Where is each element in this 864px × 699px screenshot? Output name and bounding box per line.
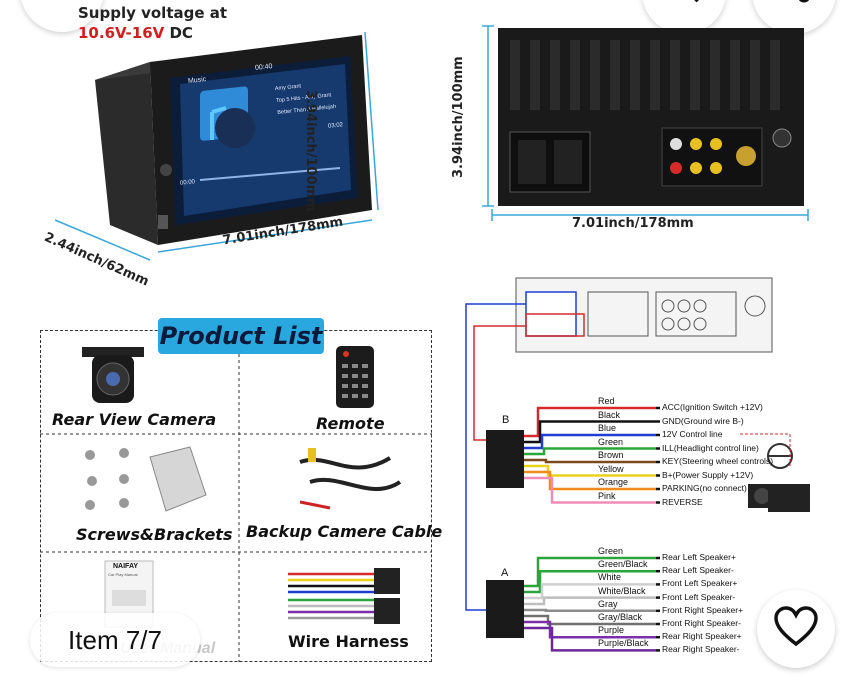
product-list-title: Product List [158, 318, 324, 354]
front-unit-illustration [54, 31, 379, 261]
b-wire-function-label: GND(Ground wire B-) [662, 415, 744, 426]
search-icon [664, 0, 704, 15]
a-wire-line [524, 569, 656, 594]
product-label-rear-camera: Rear View Camera [52, 410, 217, 429]
connector-b-label: B [502, 414, 510, 426]
a-wire-function-label: Front Left Speaker+ [662, 578, 738, 589]
a-wire-function-label: Rear Left Speaker+ [662, 552, 736, 562]
product-label-screws: Screws&Brackets [76, 525, 233, 544]
a-wire-function-label: Rear Right Speaker- [662, 644, 740, 655]
a-wire-function-label: Front Right Speaker- [662, 618, 741, 628]
rear-camera-image [82, 347, 144, 403]
share-icon [774, 0, 814, 15]
b-wire-color-label: Blue [598, 423, 617, 433]
product-label-wire-harness: Wire Harness [288, 632, 409, 651]
b-wire-function-label: B+(Power Supply +12V) [662, 469, 754, 480]
backup-cable-image [299, 448, 402, 510]
b-wire-function-label: ACC(Ignition Switch +12V) [662, 402, 763, 412]
b-wire-function-label: ILL(Headlight control line) [662, 442, 759, 453]
b-wire-color-label: Brown [598, 450, 624, 460]
a-wire-line [524, 608, 656, 613]
connector-a-label: A [501, 567, 509, 579]
b-wire-color-label: Orange [598, 477, 629, 487]
b-wire-color-label: Green [598, 436, 624, 447]
a-wire-color-label: Green/Black [598, 559, 648, 570]
back-arrow-icon [49, 0, 75, 6]
product-label-backup-cable: Backup Camere Cable [246, 522, 443, 541]
gallery-counter: Item 7/7 [30, 613, 200, 667]
product-list-grid [40, 330, 432, 662]
a-wire-color-label: Purple/Black [598, 638, 649, 649]
dim-height-back: 3.94inch/100mm [451, 56, 466, 178]
wire-harness-image [288, 568, 400, 624]
a-wire-line [524, 620, 656, 639]
a-wire-line [524, 556, 656, 588]
b-wire-function-label: PARKING(no connect) [662, 483, 747, 493]
remote-image [336, 346, 374, 408]
a-wire-color-label: White [598, 572, 622, 583]
b-wire-color-label: Yellow [598, 463, 624, 474]
a-wire-line [524, 614, 656, 626]
supply-line1: Supply voltage at [78, 4, 228, 22]
b-wire-line [524, 433, 656, 450]
manual-title: NAIFAY [113, 563, 139, 570]
a-wire-line [524, 596, 656, 606]
product-label-remote: Remote [316, 414, 385, 433]
b-wire-line [524, 447, 656, 456]
dim-width-back: 7.01inch/178mm [572, 216, 694, 231]
a-wire-color-label: Purple [598, 625, 625, 636]
a-wire-line [524, 583, 656, 600]
a-wire-function-label: Rear Right Speaker+ [662, 631, 742, 642]
a-wire-function-label: Front Left Speaker- [662, 591, 736, 602]
b-wire-color-label: Pink [598, 490, 616, 501]
b-wire-line [524, 406, 656, 438]
back-unit-illustration [482, 25, 809, 221]
b-wire-line [524, 476, 656, 504]
heart-icon [773, 605, 819, 653]
favorite-button[interactable] [757, 590, 835, 668]
dim-height-front: 3.94inch/100mm [303, 90, 318, 212]
a-wire-color-label: Gray/Black [598, 612, 643, 622]
supply-dc: DC [164, 24, 193, 42]
b-wire-line [524, 420, 656, 444]
b-wire-line [524, 458, 656, 464]
wiring-diagram [465, 277, 810, 652]
a-wire-line [524, 626, 656, 652]
b-wire-function-label: 12V Control line [662, 429, 723, 439]
b-wire-line [524, 470, 656, 491]
a-wire-color-label: White/Black [598, 585, 646, 596]
a-wire-function-label: Rear Left Speaker- [662, 565, 734, 576]
b-wire-color-label: Black [598, 409, 621, 420]
screws-brackets-image [85, 446, 207, 512]
a-wire-color-label: Gray [598, 598, 618, 609]
b-wire-color-label: Red [598, 396, 615, 406]
a-wire-function-label: Front Right Speaker+ [662, 604, 744, 615]
b-wire-function-label: REVERSE [662, 496, 703, 507]
supply-voltage-text: Supply voltage at 10.6V-16V DC [78, 4, 227, 42]
b-wire-function-label: KEY(Steering wheel controls) [662, 456, 774, 466]
a-wire-color-label: Green [598, 546, 624, 556]
supply-voltage-value: 10.6V-16V [78, 24, 165, 42]
manual-subtitle: Car Play Manual [108, 572, 138, 577]
